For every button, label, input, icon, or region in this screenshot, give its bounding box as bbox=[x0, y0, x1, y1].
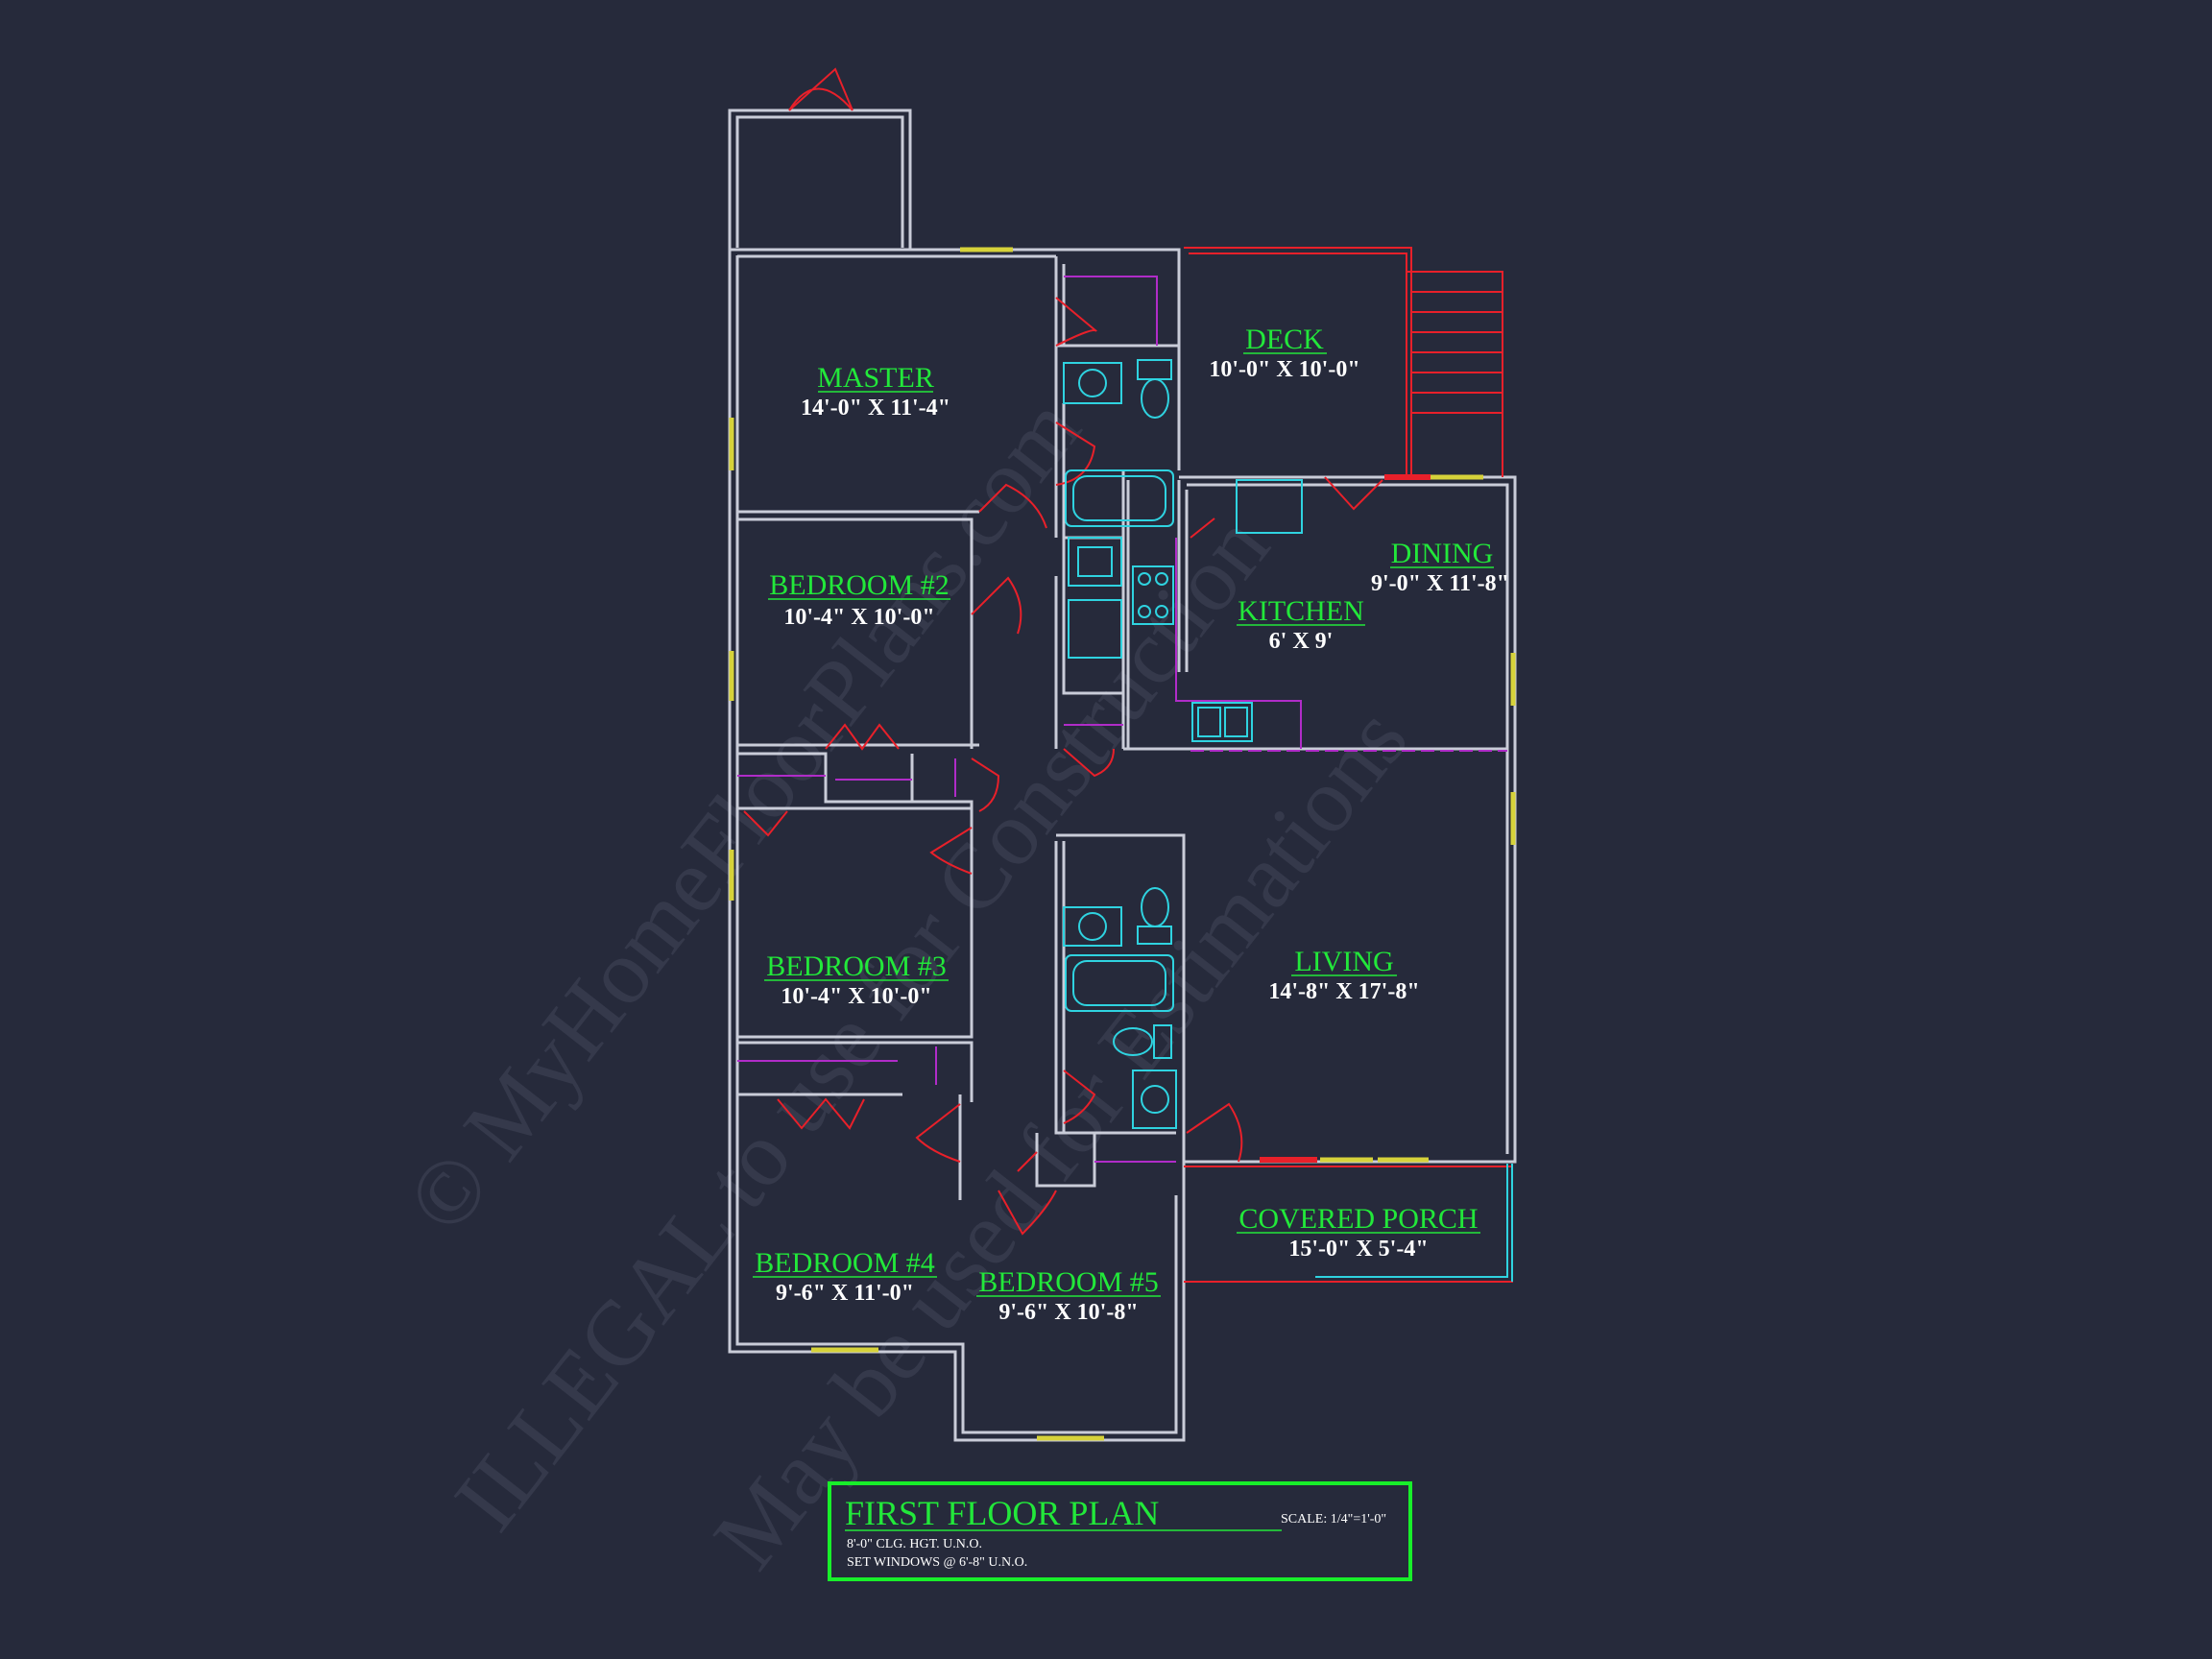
room-size-master: 14'-0" X 11'-4" bbox=[801, 396, 950, 421]
linen-door bbox=[971, 757, 1000, 812]
title-block: FIRST FLOOR PLAN SCALE: 1/4"=1'-0" 8'-0"… bbox=[828, 1481, 1412, 1581]
range bbox=[1132, 565, 1174, 625]
room-size-bedroom2: 10'-4" X 10'-0" bbox=[783, 605, 934, 630]
washer bbox=[1068, 537, 1122, 587]
label-deck: DECK 10'-0" X 10'-0" bbox=[1209, 324, 1359, 382]
laundry-door bbox=[1063, 748, 1115, 778]
room-name-bedroom3: BEDROOM #3 bbox=[766, 950, 947, 982]
title-block-frame bbox=[828, 1481, 1412, 1581]
doors bbox=[743, 67, 1383, 1236]
bedroom2-door bbox=[971, 576, 1022, 635]
room-name-kitchen: KITCHEN bbox=[1238, 595, 1364, 627]
master-door bbox=[978, 483, 1047, 529]
sliding-door-marks bbox=[1260, 474, 1431, 1163]
room-name-bedroom4: BEDROOM #4 bbox=[755, 1247, 935, 1279]
label-master: MASTER 14'-0" X 11'-4" bbox=[801, 362, 950, 421]
bedroom4-door bbox=[915, 1103, 961, 1163]
bath2-door bbox=[1063, 1070, 1096, 1124]
windows bbox=[729, 247, 1516, 1441]
room-name-master: MASTER bbox=[817, 362, 934, 394]
room-name-bedroom5: BEDROOM #5 bbox=[978, 1266, 1159, 1298]
label-bedroom4: BEDROOM #4 9'-6" X 11'-0" bbox=[753, 1247, 937, 1306]
master-toilet bbox=[1141, 378, 1169, 419]
closet2-doors bbox=[825, 723, 900, 751]
hall-sink bbox=[1078, 912, 1107, 941]
room-labels: MASTER 14'-0" X 11'-4" DECK 10'-0" X 10'… bbox=[753, 324, 1509, 1325]
dryer bbox=[1068, 599, 1122, 659]
room-size-kitchen: 6' X 9' bbox=[1269, 629, 1334, 654]
hall-vanity bbox=[1063, 906, 1122, 947]
kitchen-door bbox=[1190, 517, 1215, 539]
master-sink bbox=[1078, 369, 1107, 397]
room-name-dining: DINING bbox=[1391, 538, 1494, 569]
label-porch: COVERED PORCH 15'-0" X 5'-4" bbox=[1237, 1203, 1480, 1262]
room-name-porch: COVERED PORCH bbox=[1238, 1203, 1478, 1235]
hall-toilet bbox=[1141, 887, 1169, 927]
room-size-bedroom3: 10'-4" X 10'-0" bbox=[781, 984, 931, 1009]
plan-scale: SCALE: 1/4"=1'-0" bbox=[1281, 1512, 1386, 1527]
label-bedroom2: BEDROOM #2 10'-4" X 10'-0" bbox=[768, 569, 950, 630]
porch-deck-outline bbox=[1184, 247, 1513, 1283]
bedroom3-door bbox=[929, 827, 973, 875]
hall-tub bbox=[1065, 954, 1174, 1012]
master-tub bbox=[1065, 469, 1174, 527]
kitchen-sink bbox=[1191, 702, 1253, 742]
room-size-living: 14'-8" X 17'-8" bbox=[1268, 979, 1419, 1004]
room-size-bedroom4: 9'-6" X 11'-0" bbox=[776, 1281, 914, 1306]
deck-door bbox=[1324, 476, 1383, 511]
label-dining: DINING 9'-0" X 11'-8" bbox=[1371, 538, 1509, 596]
bedroom3-closet bbox=[777, 1097, 865, 1130]
label-bedroom5: BEDROOM #5 9'-6" X 10'-8" bbox=[976, 1266, 1161, 1325]
label-bedroom3: BEDROOM #3 10'-4" X 10'-0" bbox=[764, 950, 949, 1009]
fixtures bbox=[1063, 359, 1303, 1129]
room-name-deck: DECK bbox=[1245, 324, 1324, 355]
living-door bbox=[1186, 1102, 1243, 1163]
master-toilet-tank bbox=[1137, 359, 1172, 380]
bath2-vanity bbox=[1132, 1070, 1177, 1129]
room-size-porch: 15'-0" X 5'-4" bbox=[1288, 1237, 1428, 1262]
plan-note-ceiling: 8'-0" CLG. HGT. U.N.O. bbox=[847, 1537, 982, 1551]
bedroom5-door bbox=[998, 1190, 1057, 1236]
label-living: LIVING 14'-8" X 17'-8" bbox=[1268, 946, 1419, 1004]
porch-railing bbox=[1315, 1164, 1513, 1282]
plan-note-windows: SET WINDOWS @ 6'-8" U.N.O. bbox=[847, 1555, 1027, 1570]
master-bath-door bbox=[1055, 297, 1097, 347]
label-kitchen: KITCHEN 6' X 9' bbox=[1237, 595, 1365, 654]
closet5-door bbox=[1017, 1151, 1038, 1172]
room-size-dining: 9'-0" X 11'-8" bbox=[1371, 571, 1509, 596]
room-name-living: LIVING bbox=[1294, 946, 1393, 977]
room-size-bedroom5: 9'-6" X 10'-8" bbox=[998, 1300, 1138, 1325]
master-vanity bbox=[1063, 362, 1122, 404]
bath2-toilet bbox=[1113, 1027, 1153, 1056]
room-size-deck: 10'-0" X 10'-0" bbox=[1209, 357, 1359, 382]
bath2-sink bbox=[1141, 1085, 1169, 1114]
bedroom2-closet bbox=[743, 810, 788, 837]
room-name-bedroom2: BEDROOM #2 bbox=[769, 569, 950, 601]
cabinets bbox=[737, 276, 1507, 1163]
entry-door bbox=[788, 67, 854, 111]
plan-title: FIRST FLOOR PLAN bbox=[845, 1494, 1159, 1532]
refrigerator bbox=[1236, 479, 1303, 534]
